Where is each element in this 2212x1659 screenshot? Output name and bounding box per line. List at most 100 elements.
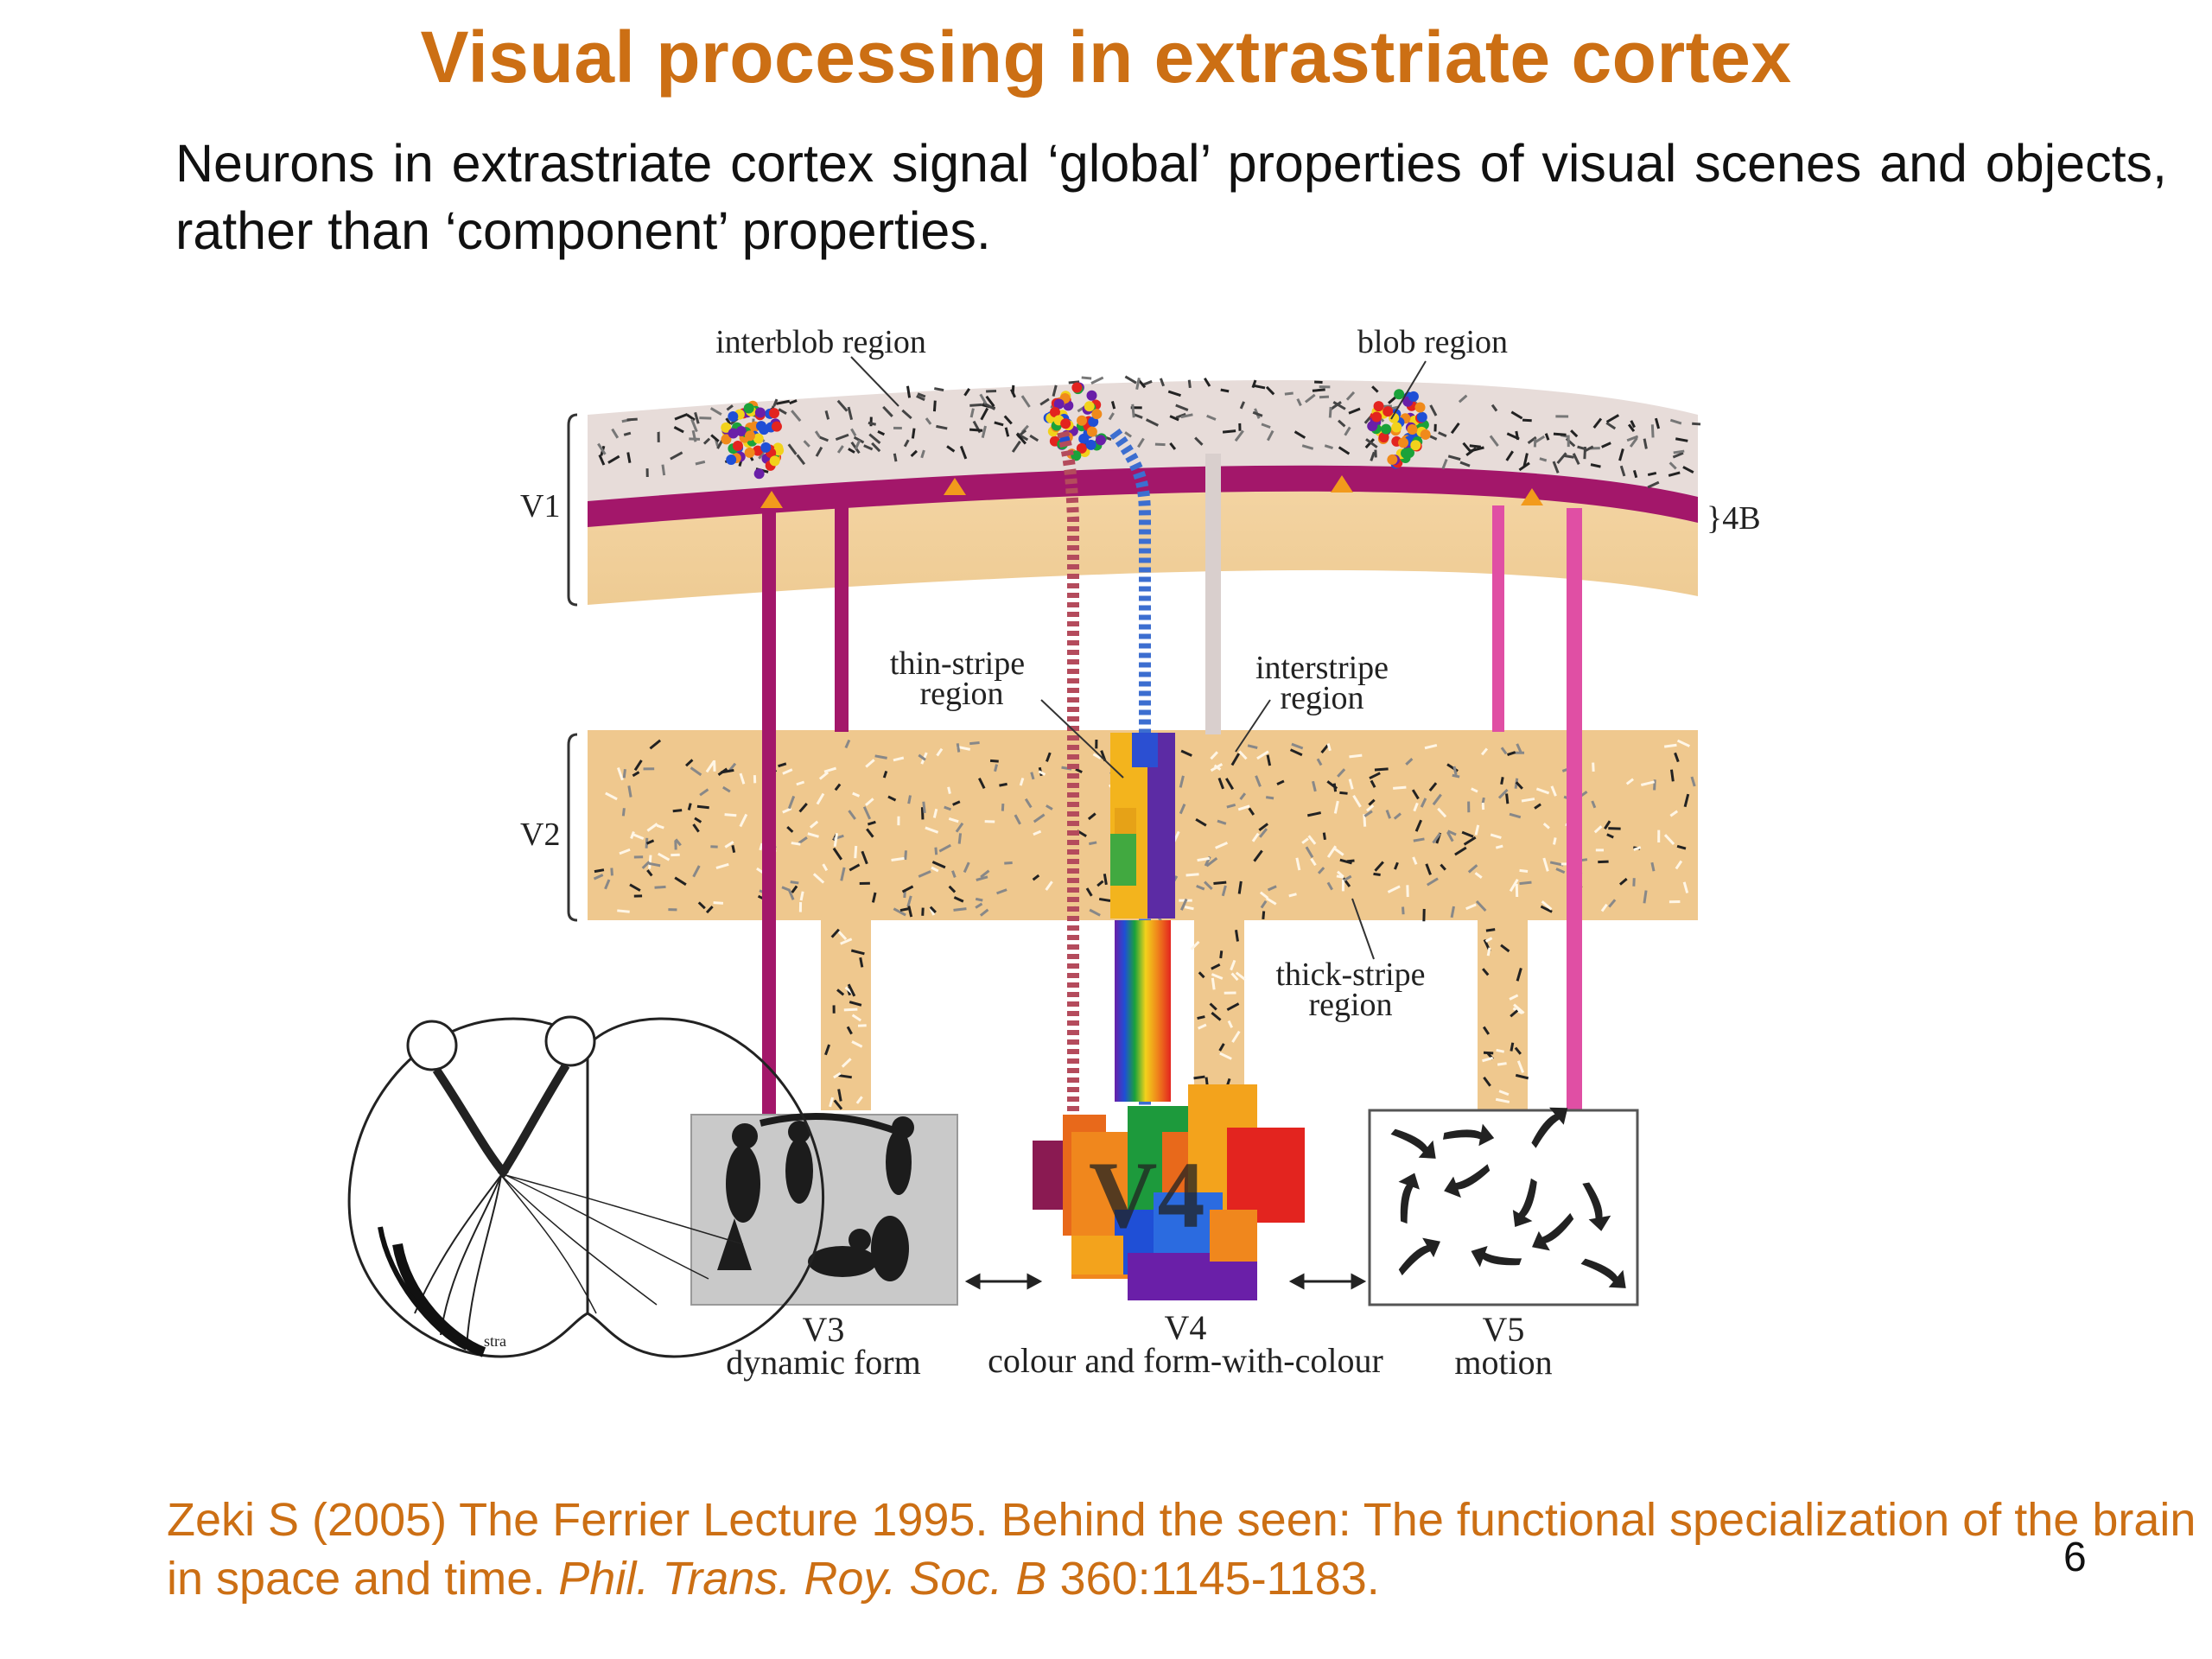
texture-dash (1179, 804, 1186, 815)
texture-dash (1098, 897, 1111, 902)
texture-dash (1032, 874, 1040, 881)
v5-name: V5 (1483, 1310, 1525, 1349)
texture-dash (1489, 435, 1499, 447)
texture-dash (1015, 432, 1027, 445)
texture-dash (1019, 777, 1025, 786)
texture-dash (836, 988, 845, 996)
texture-dash (1314, 380, 1323, 385)
blob-dot (1088, 416, 1099, 428)
texture-dash (920, 449, 925, 459)
texture-dash (1256, 750, 1269, 760)
texture-dash (951, 870, 957, 878)
texture-dash (1334, 848, 1344, 856)
texture-dash (1629, 437, 1638, 448)
texture-dash (1441, 459, 1448, 470)
blob-dot (1408, 391, 1419, 402)
texture-dash (1185, 873, 1199, 877)
texture-dash (1213, 880, 1227, 886)
texture-dash (840, 867, 846, 881)
texture-dash (1605, 414, 1620, 423)
texture-dash (1195, 817, 1207, 827)
texture-dash (1068, 380, 1080, 385)
texture-dash (1606, 833, 1614, 839)
texture-dash (1145, 418, 1159, 427)
texture-dash (1601, 442, 1611, 448)
texture-dash (976, 875, 988, 881)
texture-dash (1352, 794, 1362, 808)
texture-dash (1332, 400, 1346, 410)
texture-dash (1180, 413, 1193, 419)
texture-dash (854, 845, 858, 859)
texture-dash (623, 431, 632, 436)
texture-dash (699, 788, 709, 797)
texture-dash (787, 888, 795, 900)
texture-dash (843, 1007, 858, 1012)
texture-dash (725, 417, 732, 426)
texture-dash (953, 907, 967, 912)
blob-dot (1084, 401, 1095, 412)
texture-dash (989, 759, 999, 763)
blob-dot (1394, 389, 1405, 400)
texture-dash (969, 428, 983, 432)
texture-dash (824, 410, 830, 420)
texture-dash (759, 842, 764, 851)
texture-dash (699, 416, 712, 420)
texture-dash (982, 401, 996, 410)
texture-dash (1475, 899, 1487, 912)
texture-dash (1485, 928, 1496, 932)
texture-dash (1498, 1090, 1510, 1096)
texture-dash (721, 768, 734, 774)
texture-dash (906, 385, 912, 398)
texture-dash (1345, 391, 1356, 401)
texture-dash (862, 806, 872, 820)
leader-lines (850, 356, 1427, 960)
texture-dash (948, 817, 959, 823)
texture-dash (877, 429, 886, 436)
texture-dash (1483, 1051, 1494, 1055)
texture-dash (925, 417, 932, 425)
texture-dash (1458, 394, 1468, 404)
texture-dash (1234, 429, 1244, 442)
texture-dash (832, 847, 842, 861)
texture-dash (1432, 832, 1441, 844)
texture-dash (1316, 758, 1323, 766)
texture-dash (855, 1096, 863, 1104)
texture-dash (1572, 453, 1580, 466)
texture-dash (1103, 874, 1108, 886)
texture-dash (837, 1089, 842, 1102)
texture-dash (702, 437, 711, 445)
texture-dash (1255, 775, 1262, 787)
texture-dash (1592, 417, 1603, 429)
texture-dash (871, 442, 881, 453)
texture-dash (1393, 785, 1407, 790)
texture-dash (847, 406, 854, 421)
texture-dash (658, 852, 671, 861)
texture-dash (731, 844, 736, 853)
texture-dash (1154, 442, 1166, 447)
texture-dash (1198, 971, 1205, 979)
texture-dash (674, 412, 689, 421)
v1-label: V1 (520, 488, 560, 524)
texture-dash (975, 897, 983, 902)
texture-dash (815, 446, 823, 457)
texture-dash (866, 828, 874, 838)
texture-dash (1258, 823, 1269, 831)
texture-dash (959, 445, 968, 460)
texture-dash (1633, 846, 1642, 851)
blob-dot (771, 421, 782, 432)
v1-to-v5-path-1 (1492, 505, 1504, 732)
texture-dash (1521, 798, 1535, 803)
texture-dash (1045, 880, 1053, 891)
texture-dash (1205, 856, 1218, 868)
texture-dash (1205, 1077, 1209, 1086)
texture-dash (893, 453, 898, 462)
texture-dash (692, 865, 701, 878)
texture-dash (932, 808, 938, 818)
citation-volume: 360:1145-1183. (1059, 1553, 1380, 1605)
texture-dash (1197, 856, 1211, 862)
texture-dash (1179, 775, 1185, 788)
blob-dot (1086, 426, 1097, 437)
texture-dash (963, 861, 970, 874)
texture-dash (1344, 426, 1351, 436)
texture-dash (1365, 438, 1378, 448)
